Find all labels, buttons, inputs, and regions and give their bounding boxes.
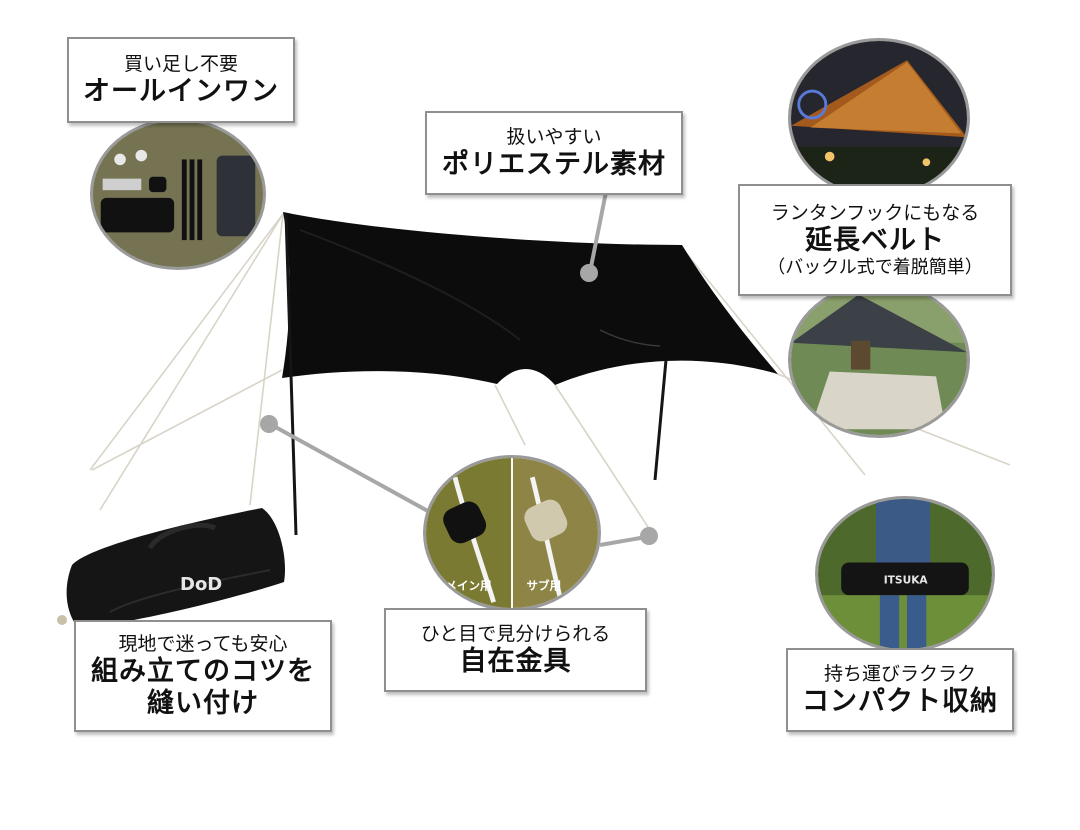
callout-sewn-tips-main-2: 縫い付け (147, 688, 259, 719)
callout-polyester-sub: 扱いやすい (506, 126, 602, 148)
tensioner-photo: メイン用 サブ用 (423, 455, 601, 611)
carry-bag-brand: ITSUKA (884, 575, 929, 587)
callout-compact-storage: 持ち運びラクラク コンパクト収納 (786, 648, 1014, 732)
callout-sewn-tips-sub: 現地で迷っても安心 (118, 633, 288, 655)
tarp-sheet (282, 212, 778, 385)
callout-polyester-main: ポリエステル素材 (442, 149, 666, 180)
callout-tensioner-sub: ひと目で見分けられる (420, 623, 611, 645)
guy-ropes (89, 213, 1011, 531)
tarp-pole-right (653, 359, 668, 481)
callout-sewn-tips: 現地で迷っても安心 組み立てのコツを 縫い付け (74, 620, 332, 732)
callout-polyester: 扱いやすい ポリエステル素材 (425, 111, 683, 195)
callout-compact-sub: 持ち運びラクラク (823, 663, 976, 685)
callout-tensioner: ひと目で見分けられる 自在金具 (384, 608, 647, 692)
callout-belt-main: 延長ベルト (805, 225, 945, 256)
callout-compact-main: コンパクト収納 (802, 686, 998, 717)
callout-all-in-one-main: オールインワン (83, 76, 279, 107)
callout-all-in-one-sub: 買い足し不要 (123, 53, 238, 75)
night-tarp-photo (788, 38, 970, 198)
callout-extension-belt: ランタンフックにもなる 延長ベルト （バックル式で着脱簡単） (738, 184, 1012, 296)
carry-bag-logo: DoD (180, 574, 222, 595)
callout-belt-note: （バックル式で着脱簡単） (767, 257, 983, 278)
callout-all-in-one: 買い足し不要 オールインワン (67, 37, 295, 123)
kit-contents-photo (90, 118, 266, 270)
sub-use-label: サブ用 (526, 579, 561, 593)
tarp-pole-left (284, 213, 298, 536)
tarp-with-tent-photo (788, 282, 970, 438)
callout-sewn-tips-main-1: 組み立てのコツを (91, 656, 315, 687)
carry-bag-illustration: DoD (57, 508, 286, 628)
carrying-photo: ITSUKA (815, 496, 995, 652)
callout-tensioner-main: 自在金具 (459, 646, 572, 677)
callout-connectors (260, 191, 658, 547)
main-use-label: メイン用 (445, 579, 491, 593)
callout-belt-sub: ランタンフックにもなる (770, 202, 980, 224)
